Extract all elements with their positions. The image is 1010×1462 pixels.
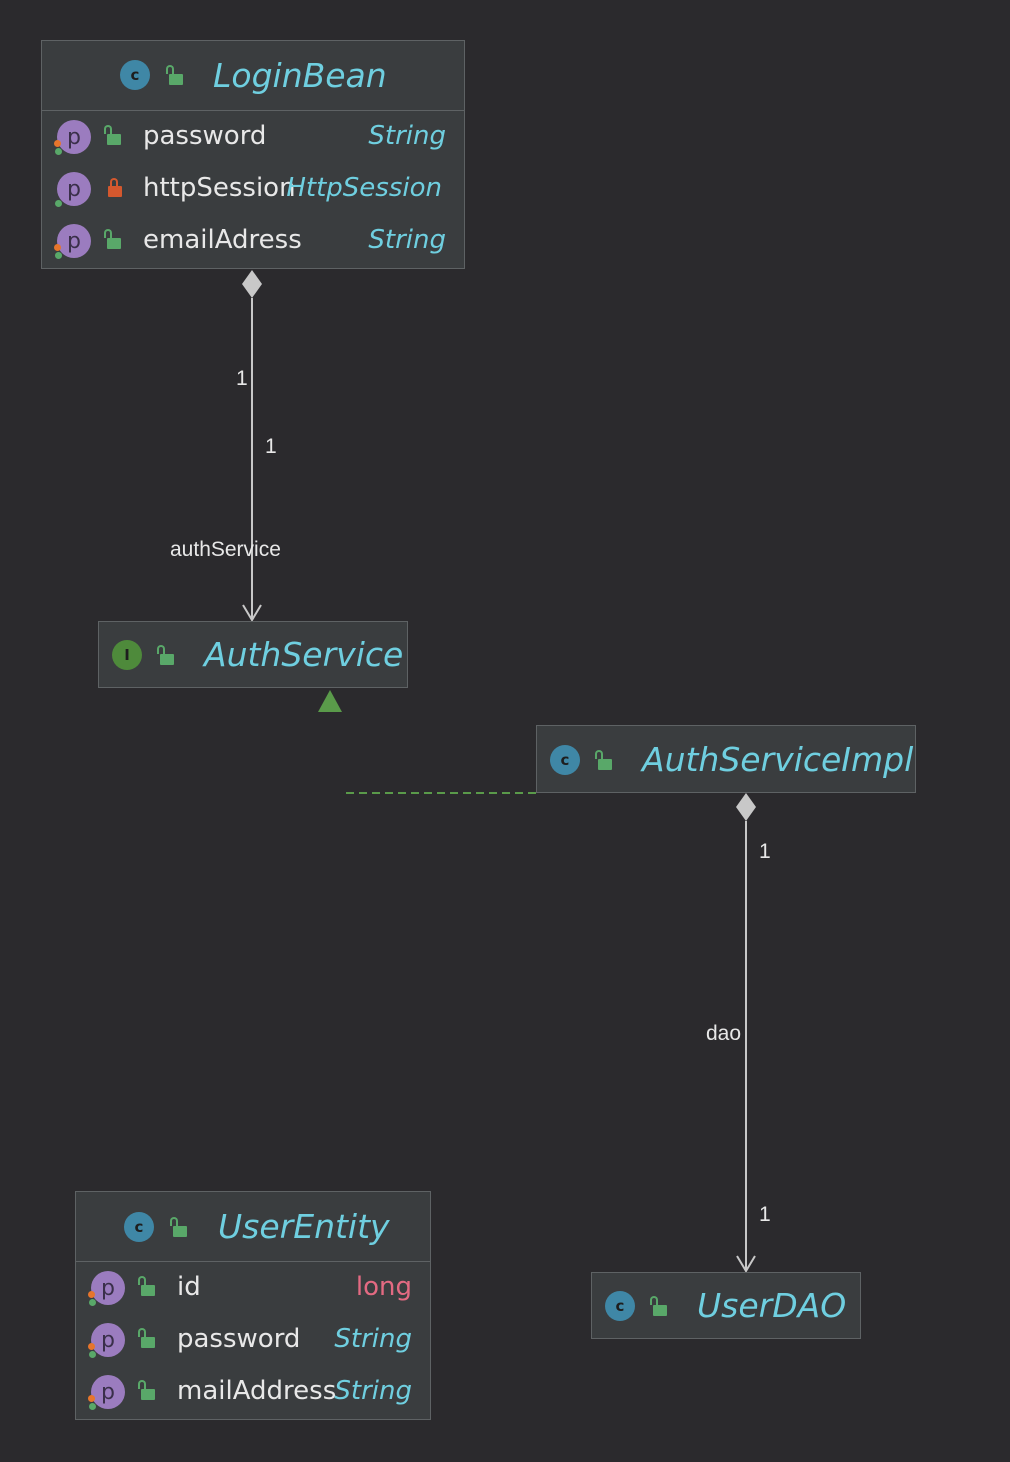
class-name: AuthServiceImpl [642,740,914,779]
class-icon: c [120,60,150,90]
field-name: password [177,1324,301,1354]
interface-icon: I [112,640,142,670]
class-userdao[interactable]: c UserDAO [591,1272,861,1339]
field-name: httpSession [143,173,296,203]
class-authserviceimpl[interactable]: c AuthServiceImpl [536,725,916,793]
field-row[interactable]: p mailAddress String [76,1366,430,1418]
multiplicity-label: 1 [236,367,248,390]
field-row[interactable]: p password String [42,111,464,163]
multiplicity-label: 1 [265,435,277,458]
class-name: UserEntity [218,1207,390,1246]
class-loginbean[interactable]: c LoginBean p password String p httpSess… [41,40,465,269]
field-row[interactable]: p id long [76,1262,430,1314]
field-name: emailAdress [143,225,302,255]
field-name: password [143,121,267,151]
field-type: String [368,121,446,151]
composition-diamond [736,793,756,821]
field-type: String [334,1324,412,1354]
field-name: id [177,1272,201,1302]
edge-authserviceimpl-authservice [318,690,536,794]
field-type: String [334,1376,412,1406]
interface-authservice[interactable]: I AuthService [98,621,408,688]
class-name: LoginBean [213,56,387,95]
field-type: HttpSession [286,173,442,203]
class-icon: c [605,1291,635,1321]
class-header: c LoginBean [42,41,464,111]
composition-diamond [242,270,262,298]
class-userentity[interactable]: c UserEntity p id long p password String… [75,1191,431,1420]
class-icon: c [550,745,580,775]
field-row[interactable]: p httpSession HttpSession [42,163,464,215]
role-label: dao [706,1022,742,1045]
edge-loginbean-authservice [242,270,262,622]
class-icon: c [124,1212,154,1242]
field-type: long [355,1272,412,1302]
multiplicity-label: 1 [759,1203,771,1226]
class-name: UserDAO [697,1286,847,1325]
property-icon: p [88,1323,125,1358]
interface-name: AuthService [204,635,404,674]
field-name: mailAddress [177,1376,337,1406]
property-icon: p [88,1375,125,1410]
property-icon: p [54,120,91,155]
class-header: c UserEntity [76,1192,430,1262]
edge-authserviceimpl-userdao [736,793,756,1273]
property-icon: p [88,1271,125,1306]
field-row[interactable]: p password String [76,1314,430,1366]
role-label: authService [170,538,281,561]
field-row[interactable]: p emailAdress String [42,215,464,267]
multiplicity-label: 1 [759,840,771,863]
open-arrowhead [242,604,262,622]
realization-arrowhead [318,690,342,712]
field-type: String [368,225,446,255]
property-icon: p [55,172,91,207]
open-arrowhead [736,1255,756,1273]
property-icon: p [54,224,91,259]
